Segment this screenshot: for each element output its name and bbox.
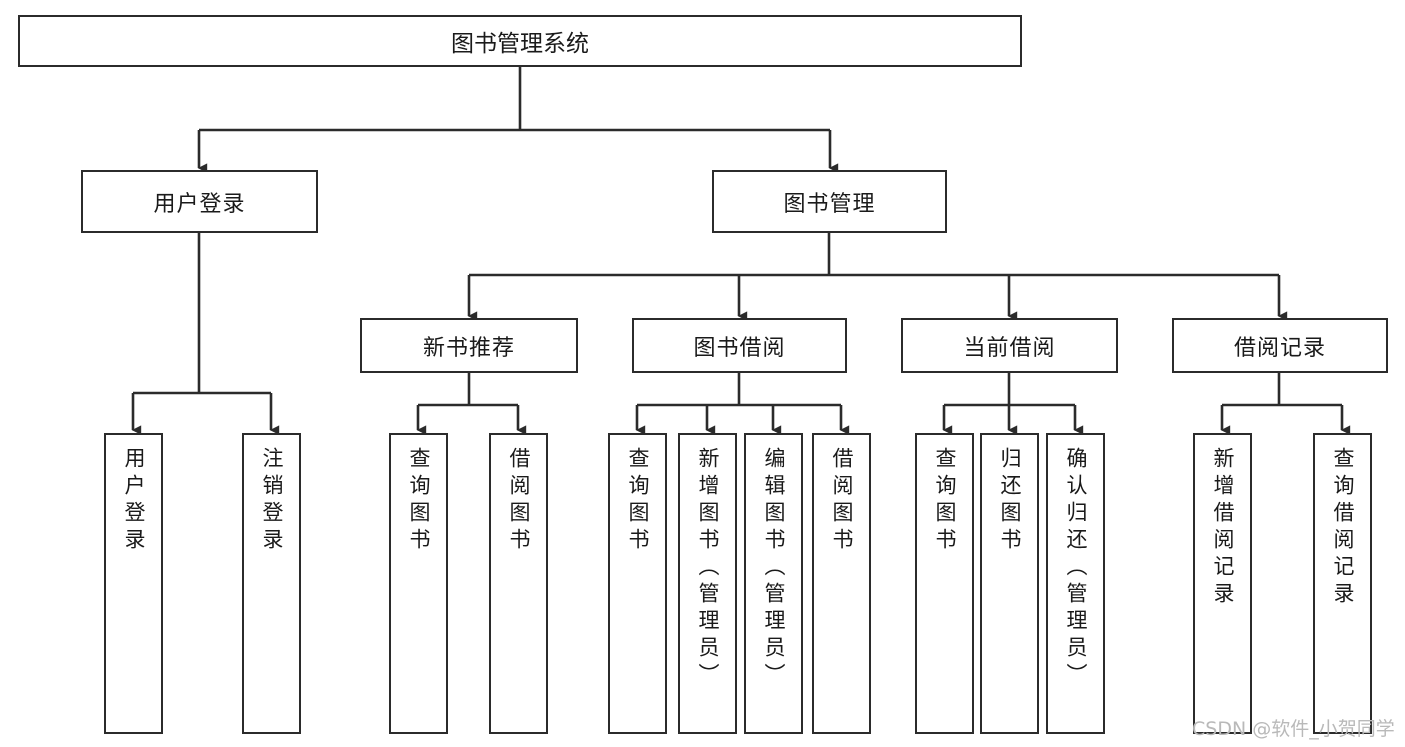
leaf-label: 借阅图书 [507, 447, 531, 555]
leaf-borrow-record-query-record[interactable]: 查询借阅记录 [1313, 433, 1372, 734]
node-root-book-management-system[interactable]: 图书管理系统 [18, 15, 1022, 67]
leaf-label: 确认归还（管理员） [1064, 447, 1088, 690]
node-book-borrow[interactable]: 图书借阅 [632, 318, 847, 373]
leaf-new-book-query-book[interactable]: 查询图书 [389, 433, 448, 734]
node-user-login[interactable]: 用户登录 [81, 170, 318, 233]
leaf-label: 查询图书 [407, 447, 431, 555]
node-borrow-record[interactable]: 借阅记录 [1172, 318, 1388, 373]
node-current-borrow-label: 当前借阅 [963, 335, 1056, 361]
leaf-borrow-record-add-record[interactable]: 新增借阅记录 [1193, 433, 1252, 734]
leaf-book-borrow-add-book-admin[interactable]: 新增图书（管理员） [678, 433, 737, 734]
node-new-book-recommend-label: 新书推荐 [422, 335, 515, 361]
node-book-management[interactable]: 图书管理 [712, 170, 947, 233]
leaf-book-borrow-borrow-book[interactable]: 借阅图书 [812, 433, 871, 734]
node-borrow-record-label: 借阅记录 [1233, 335, 1326, 361]
leaf-label: 借阅图书 [830, 447, 854, 555]
leaf-current-borrow-return-book[interactable]: 归还图书 [980, 433, 1039, 734]
node-book-management-label: 图书管理 [783, 191, 876, 217]
leaf-label: 新增图书（管理员） [696, 447, 720, 690]
node-new-book-recommend[interactable]: 新书推荐 [360, 318, 578, 373]
node-current-borrow[interactable]: 当前借阅 [901, 318, 1118, 373]
leaf-user-login-login[interactable]: 用户登录 [104, 433, 163, 734]
leaf-book-borrow-edit-book-admin[interactable]: 编辑图书（管理员） [744, 433, 803, 734]
leaf-current-borrow-confirm-return-admin[interactable]: 确认归还（管理员） [1046, 433, 1105, 734]
node-user-login-label: 用户登录 [153, 191, 246, 217]
leaf-label: 编辑图书（管理员） [762, 447, 786, 690]
node-book-borrow-label: 图书借阅 [693, 335, 786, 361]
leaf-label: 新增借阅记录 [1211, 447, 1235, 609]
leaf-user-login-logout[interactable]: 注销登录 [242, 433, 301, 734]
leaf-label: 用户登录 [122, 447, 146, 555]
leaf-label: 查询图书 [626, 447, 650, 555]
leaf-book-borrow-query-book[interactable]: 查询图书 [608, 433, 667, 734]
leaf-label: 注销登录 [260, 447, 284, 555]
leaf-new-book-borrow-book[interactable]: 借阅图书 [489, 433, 548, 734]
leaf-label: 归还图书 [998, 447, 1022, 555]
leaf-current-borrow-query-book[interactable]: 查询图书 [915, 433, 974, 734]
leaf-label: 查询图书 [933, 447, 957, 555]
watermark-text: CSDN @软件_小贺同学 [1192, 718, 1395, 740]
leaf-label: 查询借阅记录 [1331, 447, 1355, 609]
node-root-label: 图书管理系统 [451, 31, 589, 57]
